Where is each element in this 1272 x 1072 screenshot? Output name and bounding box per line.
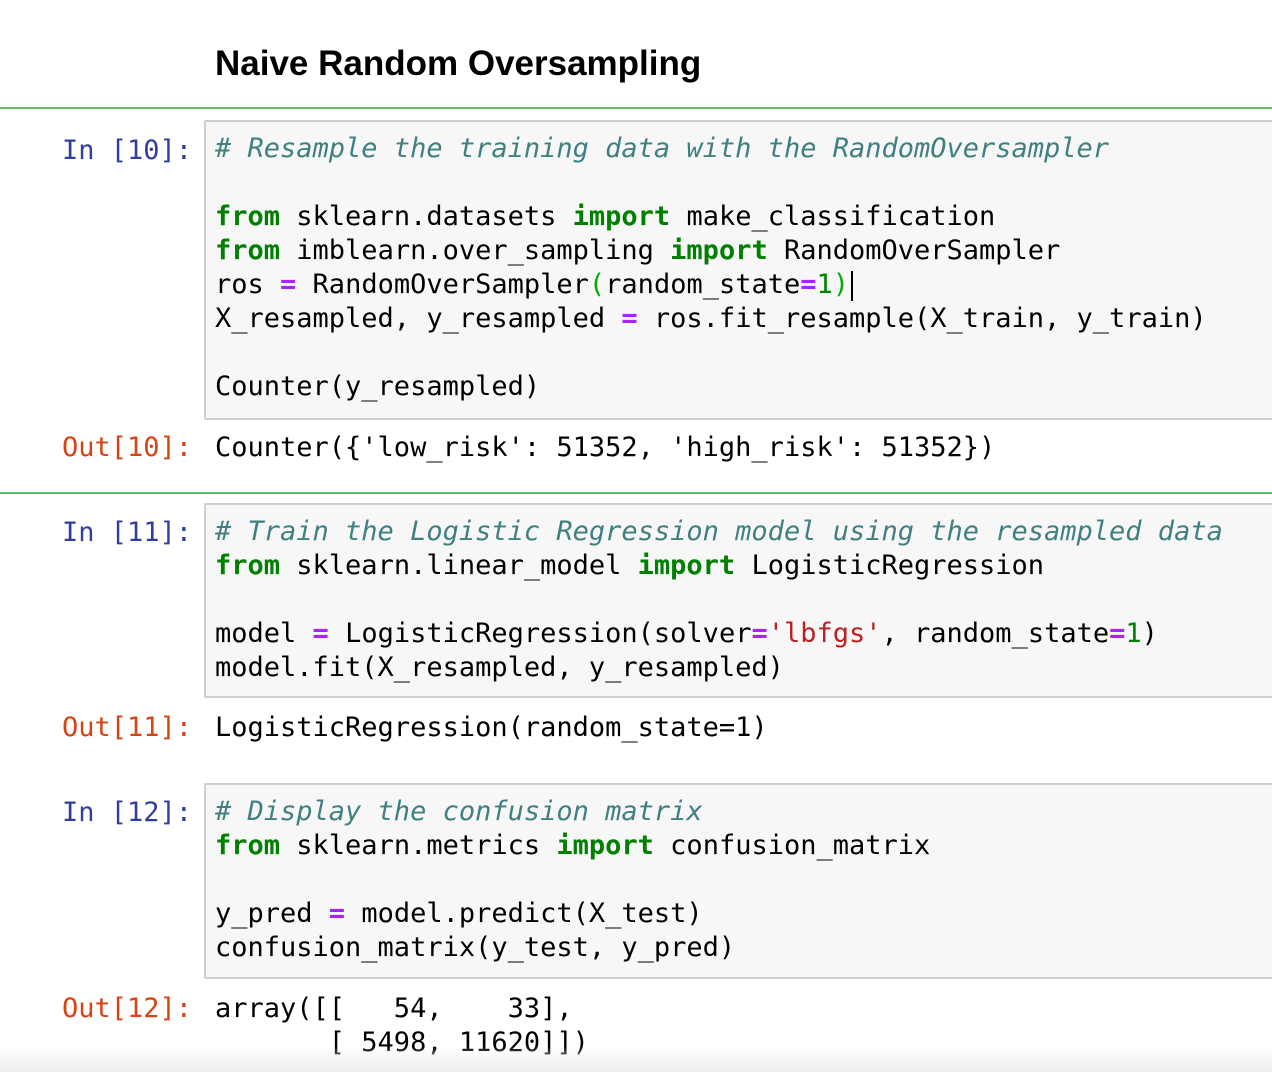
code-token: confusion_matrix(y_test, y_pred) <box>215 932 736 963</box>
code-token: random_state <box>605 269 801 300</box>
keyword: import <box>572 201 671 232</box>
code-comment: # Display the confusion matrix <box>215 796 703 827</box>
code-token: ros <box>215 269 281 300</box>
text-cursor <box>851 270 854 301</box>
code-token: , random_state <box>881 618 1110 649</box>
operator: = <box>328 898 346 929</box>
code-token: sklearn.metrics <box>280 830 557 861</box>
keyword: from <box>215 550 281 581</box>
code-comment: # Train the Logistic Regression model us… <box>215 516 1223 547</box>
output-prompt: Out[10]: <box>61 432 192 463</box>
operator: = <box>280 269 297 300</box>
matching-bracket: ( <box>588 269 606 300</box>
code-token: ros.fit_resample(X_train, y_train) <box>637 303 1207 334</box>
code-token: sklearn.linear_model <box>280 550 638 581</box>
cell-output: Counter({'low_risk': 51352, 'high_risk':… <box>215 432 996 463</box>
code-editor[interactable]: # Train the Logistic Regression model us… <box>204 503 1272 698</box>
code-token: model <box>215 618 313 649</box>
code-comment: # Resample the training data with the Ra… <box>215 133 1110 164</box>
bottom-shadow <box>0 1046 1272 1072</box>
keyword: from <box>215 830 281 861</box>
code-cell-11[interactable]: In [11]: # Train the Logistic Regression… <box>0 492 1272 762</box>
code-text: # Display the confusion matrix from skle… <box>215 795 1272 965</box>
operator: = <box>800 269 817 300</box>
markdown-heading: Naive Random Oversampling <box>215 44 702 83</box>
operator: = <box>1109 618 1126 649</box>
string-literal: 'lbfgs' <box>767 618 882 649</box>
code-token: LogisticRegression <box>735 550 1045 581</box>
number-literal: 1 <box>816 269 833 300</box>
code-token: RandomOverSampler <box>767 235 1061 266</box>
code-text: # Resample the training data with the Ra… <box>215 132 1272 404</box>
code-editor[interactable]: # Resample the training data with the Ra… <box>204 120 1272 420</box>
code-token: ) <box>1141 618 1158 649</box>
code-token: LogisticRegression(solver <box>328 618 752 649</box>
code-token: make_classification <box>670 201 996 232</box>
matching-bracket: ) <box>832 269 850 300</box>
keyword: import <box>637 550 736 581</box>
cell-output: LogisticRegression(random_state=1) <box>215 712 768 743</box>
input-prompt: In [10]: <box>61 135 192 166</box>
operator: = <box>621 303 638 334</box>
code-token: Counter(y_resampled) <box>215 371 541 402</box>
operator: = <box>751 618 768 649</box>
code-editor[interactable]: # Display the confusion matrix from skle… <box>204 783 1272 979</box>
number-literal: 1 <box>1125 618 1142 649</box>
output-prompt: Out[12]: <box>61 993 192 1024</box>
code-token: RandomOverSampler <box>296 269 589 300</box>
code-text: # Train the Logistic Regression model us… <box>215 515 1272 685</box>
keyword: import <box>670 235 768 266</box>
code-token: model.fit(X_resampled, y_resampled) <box>215 652 784 683</box>
input-prompt: In [12]: <box>61 797 192 828</box>
input-prompt: In [11]: <box>61 517 192 548</box>
keyword: import <box>556 830 654 861</box>
code-token: y_pred <box>215 898 329 929</box>
code-token: confusion_matrix <box>653 830 931 861</box>
output-prompt: Out[11]: <box>61 712 192 743</box>
code-token: model.predict(X_test) <box>345 898 703 929</box>
keyword: from <box>215 201 281 232</box>
code-token: X_resampled, y_resampled <box>215 303 622 334</box>
code-token: sklearn.datasets <box>280 201 573 232</box>
code-cell-12[interactable]: In [12]: # Display the confusion matrix … <box>0 772 1272 1072</box>
code-token: imblearn.over_sampling <box>280 235 671 266</box>
keyword: from <box>215 235 281 266</box>
code-cell-10[interactable]: In [10]: # Resample the training data wi… <box>0 107 1272 494</box>
operator: = <box>312 618 329 649</box>
